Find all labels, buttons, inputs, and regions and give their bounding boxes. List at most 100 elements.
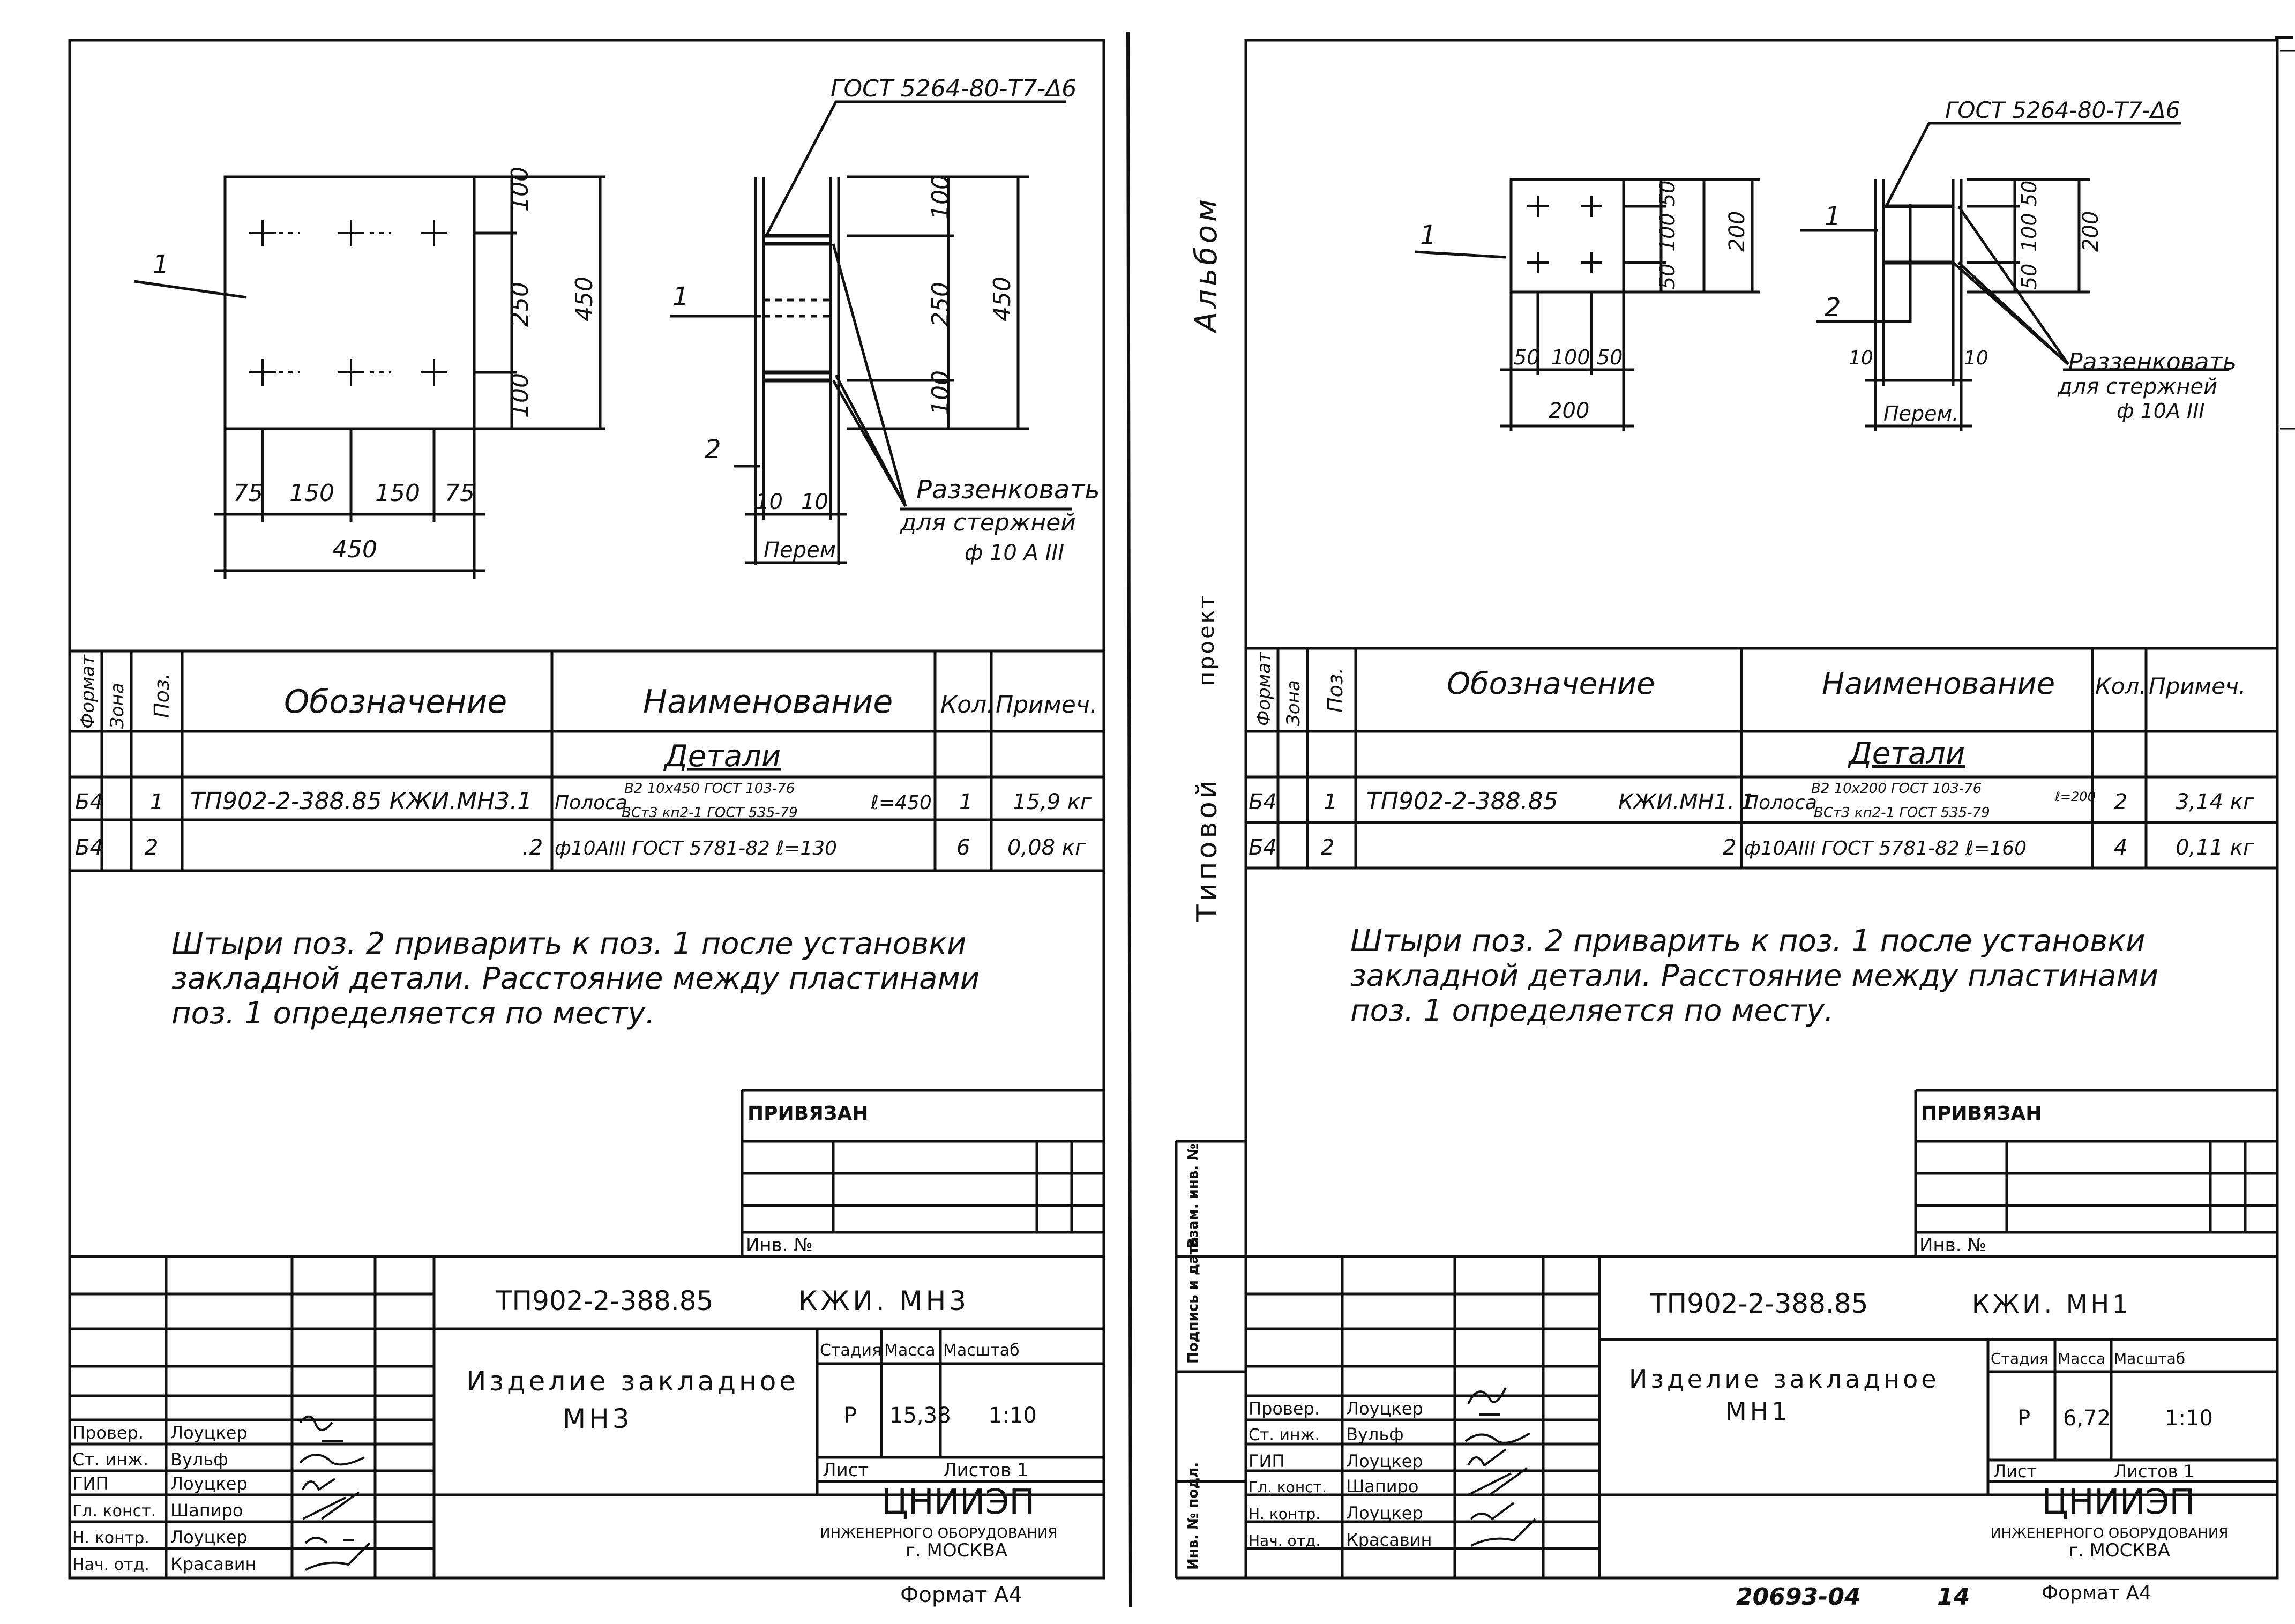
left-r1-designation: ТП902-2-388.85 КЖИ.МН3.1 bbox=[190, 788, 532, 815]
left-note-line2: закладной детали. Расстояние между пласт… bbox=[171, 961, 980, 996]
right-plate-dim-v1: 50 bbox=[1656, 181, 1679, 206]
left-r2-pos: 2 bbox=[145, 835, 158, 860]
left-plate-dim-v-total: 450 bbox=[571, 276, 598, 321]
left-r1-note: 15,9 кг bbox=[1013, 790, 1092, 814]
left-r2-name: ф10АІІІ ГОСТ 5781-82 ℓ=130 bbox=[555, 837, 837, 859]
right-format: Формат А4 bbox=[2042, 1582, 2151, 1604]
left-side-view bbox=[754, 177, 840, 466]
left-signer-name-4: Шапиро bbox=[170, 1500, 243, 1521]
left-signer-name-6: Красавин bbox=[170, 1554, 256, 1574]
right-side-dim-h1: 10 bbox=[1849, 347, 1873, 369]
left-org1: ЦНИИЭП bbox=[881, 1483, 1035, 1522]
right-r1-name-top: В2 10х200 ГОСТ 103-76 bbox=[1811, 781, 1982, 797]
left-massa: Масса bbox=[884, 1341, 936, 1360]
right-r1-note: 3,14 кг bbox=[2176, 790, 2255, 814]
right-side-dim-v3: 50 bbox=[2017, 264, 2041, 289]
left-r2-qty: 6 bbox=[956, 835, 970, 860]
left-note-line1: Штыри поз. 2 приварить к поз. 1 после ус… bbox=[171, 926, 966, 961]
left-signer-role-6: Нач. отд. bbox=[72, 1555, 149, 1574]
right-title-block: ПРИВЯЗАН Инв. № ТП902-2-388.85 КЖИ. МН1 … bbox=[1185, 1103, 2228, 1611]
left-h-designation: Обозначение bbox=[284, 683, 507, 721]
left-r2-note: 0,08 кг bbox=[1007, 835, 1087, 860]
left-h-name: Наименование bbox=[643, 683, 893, 721]
left-title1: Изделие закладное bbox=[466, 1366, 799, 1397]
left-list: Лист bbox=[823, 1460, 869, 1481]
right-spec-table: Формат Зона Поз. Обозначение Наименовани… bbox=[1249, 652, 2255, 860]
left-per-label: Перем. bbox=[764, 538, 843, 563]
right-title1: Изделие закладное bbox=[1629, 1365, 1940, 1394]
right-signer-name-5: Лоуцкер bbox=[1346, 1503, 1423, 1523]
spine-album: Альбом bbox=[1189, 196, 1224, 334]
right-signer-role-4: Гл. конст. bbox=[1249, 1478, 1327, 1496]
right-stamp-sign-date: Подпись и дата bbox=[1185, 1237, 1201, 1364]
right-signer-role-2: Ст. инж. bbox=[1249, 1426, 1320, 1445]
left-side-dim-h1: 10 bbox=[756, 490, 783, 514]
right-plate-dim-v3: 50 bbox=[1656, 264, 1679, 289]
right-title-block-grid bbox=[1246, 1255, 2277, 1578]
left-masshtab-value: 1:10 bbox=[989, 1403, 1037, 1428]
left-signer-role-5: Н. контр. bbox=[72, 1529, 149, 1547]
left-signer-role-4: Гл. конст. bbox=[72, 1502, 156, 1521]
right-h-name: Наименование bbox=[1822, 667, 2055, 701]
left-side-dim-v2: 250 bbox=[927, 282, 954, 327]
left-plate-dim-h-total: 450 bbox=[332, 536, 377, 563]
right-massa-value: 6,72 bbox=[2063, 1406, 2111, 1431]
right-countersink-3: ф 10А ІІІ bbox=[2117, 399, 2205, 423]
right-signer-role-5: Н. контр. bbox=[1249, 1505, 1320, 1523]
left-side-dim-v1: 100 bbox=[927, 175, 954, 220]
right-note-line1: Штыри поз. 2 приварить к поз. 1 после ус… bbox=[1350, 924, 2145, 959]
right-side-stamps: Взам. инв. № Подпись и дата Инв. № подл. bbox=[1185, 1144, 1201, 1570]
left-side-dim-v-total: 450 bbox=[989, 276, 1016, 321]
spine-typical: Типовой bbox=[1191, 777, 1223, 922]
left-h-qty: Кол. bbox=[940, 691, 994, 719]
right-r1-name-len: ℓ=200 bbox=[2054, 789, 2096, 804]
right-stamp-inv-podl: Инв. № подл. bbox=[1185, 1462, 1201, 1570]
left-section-details: Детали bbox=[663, 739, 781, 774]
left-pos1b-label: 1 bbox=[672, 282, 689, 312]
right-sheet-frame bbox=[1244, 39, 2279, 1580]
right-h-format: Формат bbox=[1253, 652, 1275, 726]
left-side-dim-v3: 100 bbox=[927, 370, 954, 415]
right-r2-note: 0,11 кг bbox=[2176, 835, 2255, 860]
left-pos2-label: 2 bbox=[705, 435, 721, 465]
right-signer-role-6: Нач. отд. bbox=[1249, 1532, 1320, 1550]
left-countersink-3: ф 10 А ІІІ bbox=[965, 541, 1064, 565]
spine-project: проект bbox=[1194, 594, 1219, 686]
left-plate-holes bbox=[249, 220, 447, 386]
right-signer-role-1: Провер. bbox=[1249, 1398, 1320, 1419]
right-signer-role-3: ГИП bbox=[1249, 1451, 1285, 1471]
right-side-dim-v-total: 200 bbox=[2079, 211, 2103, 252]
right-r2-qty: 4 bbox=[2114, 835, 2127, 860]
right-plate-view bbox=[1509, 178, 1625, 294]
right-signer-name-3: Лоуцкер bbox=[1346, 1451, 1423, 1471]
left-r1-name-len: ℓ=450 bbox=[870, 792, 932, 814]
right-inv: Инв. № bbox=[1919, 1234, 1986, 1256]
right-masshtab-value: 1:10 bbox=[2165, 1406, 2213, 1431]
right-title2: МН1 bbox=[1725, 1397, 1791, 1426]
right-note-line3: поз. 1 определяется по месту. bbox=[1350, 993, 1834, 1028]
right-org2: ИНЖЕНЕРНОГО ОБОРУДОВАНИЯ bbox=[1991, 1525, 2228, 1541]
left-countersink-1: Раззенковать bbox=[916, 475, 1100, 505]
right-plate-dim-v-total: 200 bbox=[1725, 211, 1750, 252]
left-title-block-grid bbox=[70, 1255, 1104, 1578]
right-r1-format: Б4 bbox=[1249, 790, 1277, 814]
left-r1-qty: 1 bbox=[959, 790, 973, 814]
right-r1-designation: ТП902-2-388.85 bbox=[1366, 788, 1558, 815]
right-drawing-texts: ГОСТ 5264-80-Т7-Δ6 1 1 2 50 100 50 200 5… bbox=[1420, 97, 2237, 425]
right-h-pos: Поз. bbox=[1324, 668, 1347, 713]
left-weld-gost: ГОСТ 5264-80-Т7-Δ6 bbox=[831, 75, 1077, 102]
left-drawing-texts: ГОСТ 5264-80-Т7-Δ6 1 1 2 100 250 100 450… bbox=[153, 75, 1100, 565]
left-org3: г. МОСКВА bbox=[906, 1540, 1007, 1561]
left-stadiya: Стадия bbox=[820, 1341, 881, 1360]
right-note-line2: закладной детали. Расстояние между пласт… bbox=[1350, 959, 2158, 993]
right-signer-name-6: Красавин bbox=[1346, 1530, 1432, 1550]
left-title-block: ПРИВЯЗАН Инв. № ТП902-2-388.85 КЖИ. МН3 … bbox=[72, 1103, 1057, 1607]
right-h-designation: Обозначение bbox=[1447, 667, 1655, 701]
left-h-zone: Зона bbox=[107, 683, 128, 729]
right-h-note: Примеч. bbox=[2149, 673, 2246, 699]
left-countersink-2: для стержней bbox=[900, 509, 1076, 536]
left-plate-dim-h4: 75 bbox=[445, 480, 475, 507]
right-stadiya-value: Р bbox=[2017, 1406, 2030, 1431]
left-r1-name-top: В2 10х450 ГОСТ 103-76 bbox=[624, 781, 795, 797]
